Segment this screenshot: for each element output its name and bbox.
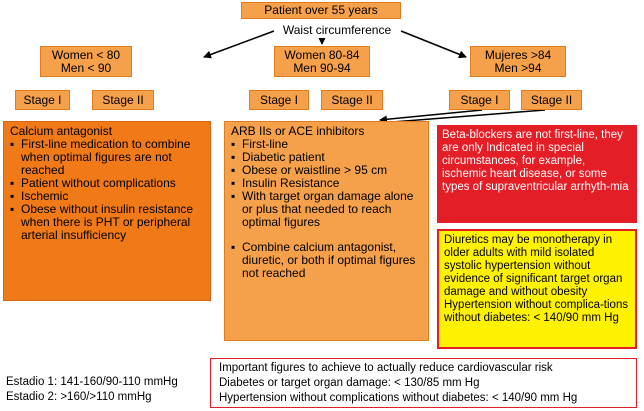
- list-item: Combine calcium antagonist, diuretic, or…: [231, 241, 422, 280]
- stage-definitions: Estadio 1: 141-160/90-110 mmHg Estadio 2…: [6, 375, 206, 407]
- group-right-line1: Mujeres >84: [484, 47, 552, 62]
- calcium-antagonist-title: Calcium antagonist: [10, 124, 113, 138]
- stage1-node-right: Stage I: [449, 90, 510, 110]
- calcium-antagonist-list: First-line medication to combine when op…: [10, 138, 204, 242]
- group-right-line2: Men >94: [494, 60, 542, 75]
- stage1-definition: Estadio 1: 141-160/90-110 mmHg: [6, 376, 178, 388]
- list-item: First-line medication to combine when op…: [10, 138, 204, 177]
- group-middle-line2: Men 90-94: [293, 60, 351, 75]
- list-item: With target organ damage alone or plus t…: [231, 190, 422, 229]
- arrow-to-group-left: [203, 30, 275, 59]
- group-node-right: Mujeres >84 Men >94: [470, 46, 566, 77]
- arb-ace-box: ARB IIs or ACE inhibitors First-line Dia…: [224, 121, 429, 341]
- stage1-node-middle: Stage I: [249, 90, 309, 110]
- group-node-middle: Women 80-84 Men 90-94: [274, 46, 370, 77]
- stage2-node-middle: Stage II: [321, 90, 383, 110]
- target-figures-title: Important figures to achieve to actually…: [219, 362, 553, 374]
- target-figures-box: Important figures to achieve to actually…: [210, 358, 637, 408]
- criterion-label: Waist circumference: [274, 22, 400, 38]
- diuretics-box: Diuretics may be monotherapy in older ad…: [437, 229, 637, 349]
- list-item: Insulin Resistance: [231, 177, 422, 191]
- root-node: Patient over 55 years: [241, 2, 401, 19]
- stage2-definition: Estadio 2: >160/>110 mmHg: [6, 391, 152, 403]
- target-figures-line1: Diabetes or target organ damage: < 130/8…: [219, 377, 480, 389]
- arrow-right-stage2-to-arb: [379, 109, 546, 127]
- group-left-line1: Women < 80: [51, 47, 121, 62]
- group-node-left: Women < 80 Men < 90: [40, 46, 132, 77]
- arrow-to-group-right: [400, 30, 467, 59]
- list-item: Obese without insulin resistance when th…: [10, 203, 204, 242]
- arb-ace-title: ARB IIs or ACE inhibitors: [231, 124, 365, 138]
- list-item: Patient without complications: [10, 177, 204, 191]
- stage1-node-left: Stage I: [15, 90, 70, 110]
- calcium-antagonist-box: Calcium antagonist First-line medication…: [3, 121, 211, 301]
- list-item: Ischemic: [10, 190, 204, 204]
- list-item: First-line: [231, 138, 422, 152]
- stage2-node-right: Stage II: [521, 90, 582, 110]
- arrow-right-stage1-to-arb: [379, 109, 483, 124]
- group-left-line2: Men < 90: [60, 60, 112, 75]
- stage2-node-left: Stage II: [92, 90, 154, 110]
- target-figures-line2: Hypertension without complications witho…: [219, 392, 578, 404]
- beta-blockers-box: Beta-blockers are not first-line, they a…: [437, 125, 637, 223]
- group-middle-line1: Women 80-84: [284, 47, 360, 62]
- list-item: Obese or waistline > 95 cm: [231, 164, 422, 178]
- arb-ace-list: First-line Diabetic patient Obese or wai…: [231, 138, 422, 280]
- list-item: Diabetic patient: [231, 151, 422, 165]
